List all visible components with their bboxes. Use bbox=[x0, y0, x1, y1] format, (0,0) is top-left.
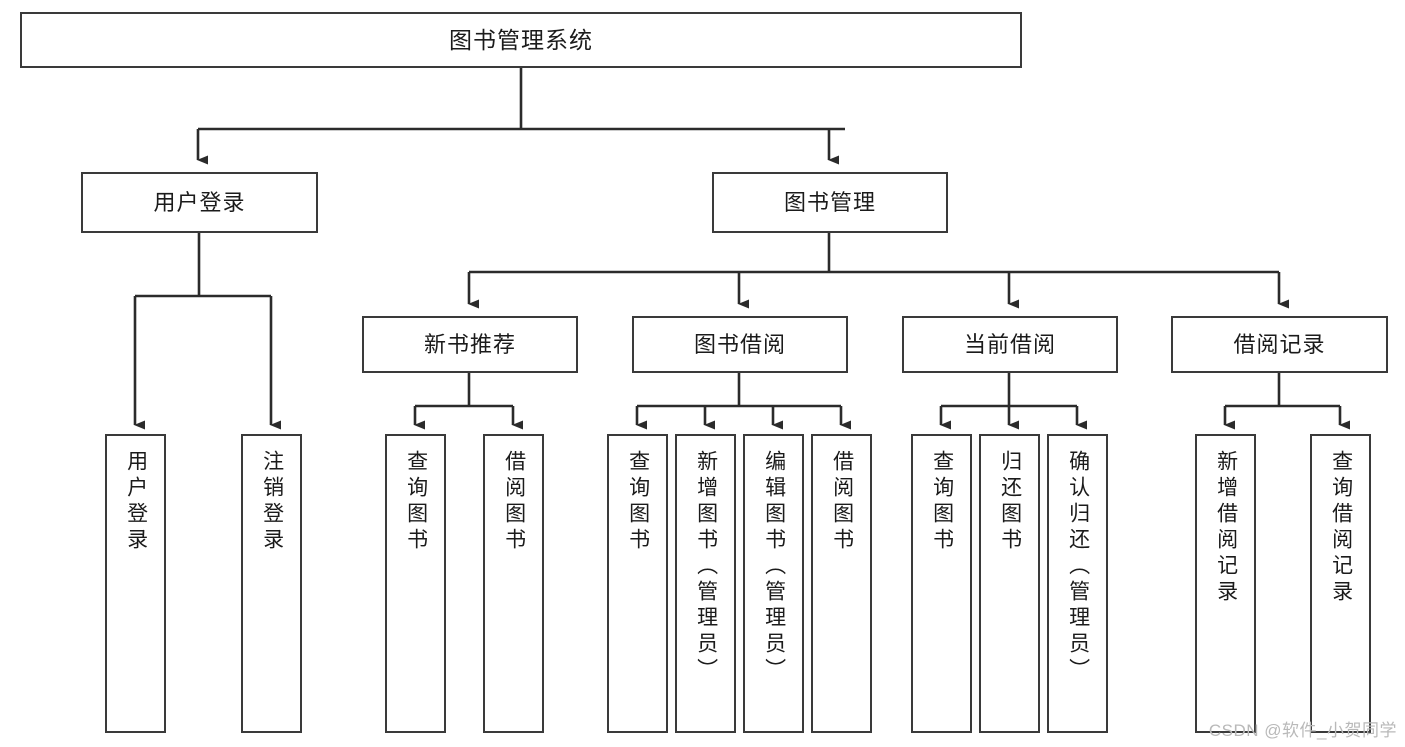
node-label: 借阅图书 bbox=[502, 450, 526, 554]
node-label: 新书推荐 bbox=[423, 331, 516, 357]
node-label: 借阅图书 bbox=[830, 450, 854, 554]
leaf-query-borrow-record[interactable]: 查询借阅记录 bbox=[1310, 434, 1371, 733]
node-label: 用户登录 bbox=[153, 189, 246, 215]
node-label: 图书管理系统 bbox=[449, 26, 593, 53]
node-label: 注销登录 bbox=[260, 450, 284, 554]
node-label: 借阅记录 bbox=[1233, 331, 1326, 357]
node-label: 图书借阅 bbox=[693, 331, 786, 357]
node-label: 用户登录 bbox=[124, 450, 148, 554]
node-current-borrowing[interactable]: 当前借阅 bbox=[902, 316, 1118, 373]
leaf-logout[interactable]: 注销登录 bbox=[241, 434, 302, 733]
node-new-book-recommendation[interactable]: 新书推荐 bbox=[362, 316, 578, 373]
leaf-user-login[interactable]: 用户登录 bbox=[105, 434, 166, 733]
leaf-query-book-borrow[interactable]: 查询图书 bbox=[607, 434, 668, 733]
csdn-watermark: CSDN @软件_小贺同学 bbox=[1208, 721, 1397, 740]
node-borrowing-record[interactable]: 借阅记录 bbox=[1171, 316, 1388, 373]
leaf-confirm-return-admin[interactable]: 确认归还（管理员） bbox=[1047, 434, 1108, 733]
node-label: 确认归还（管理员） bbox=[1066, 450, 1090, 684]
node-book-borrowing[interactable]: 图书借阅 bbox=[632, 316, 848, 373]
node-label: 查询借阅记录 bbox=[1329, 450, 1353, 606]
leaf-query-book-current[interactable]: 查询图书 bbox=[911, 434, 972, 733]
leaf-return-book[interactable]: 归还图书 bbox=[979, 434, 1040, 733]
node-label: 当前借阅 bbox=[963, 331, 1056, 357]
leaf-borrow-book-newbook[interactable]: 借阅图书 bbox=[483, 434, 544, 733]
node-label: 新增借阅记录 bbox=[1214, 450, 1238, 606]
node-label: 编辑图书（管理员） bbox=[762, 450, 786, 684]
node-label: 新增图书（管理员） bbox=[694, 450, 718, 684]
node-label: 归还图书 bbox=[998, 450, 1022, 554]
node-root-book-management-system[interactable]: 图书管理系统 bbox=[20, 12, 1022, 68]
node-label: 查询图书 bbox=[930, 450, 954, 554]
node-label: 图书管理 bbox=[783, 189, 876, 215]
leaf-query-book-newbook[interactable]: 查询图书 bbox=[385, 434, 446, 733]
leaf-edit-book-admin[interactable]: 编辑图书（管理员） bbox=[743, 434, 804, 733]
node-user-login[interactable]: 用户登录 bbox=[81, 172, 318, 233]
node-label: 查询图书 bbox=[404, 450, 428, 554]
leaf-add-borrow-record[interactable]: 新增借阅记录 bbox=[1195, 434, 1256, 733]
leaf-borrow-book[interactable]: 借阅图书 bbox=[811, 434, 872, 733]
node-label: 查询图书 bbox=[626, 450, 650, 554]
node-book-management[interactable]: 图书管理 bbox=[712, 172, 948, 233]
leaf-add-book-admin[interactable]: 新增图书（管理员） bbox=[675, 434, 736, 733]
